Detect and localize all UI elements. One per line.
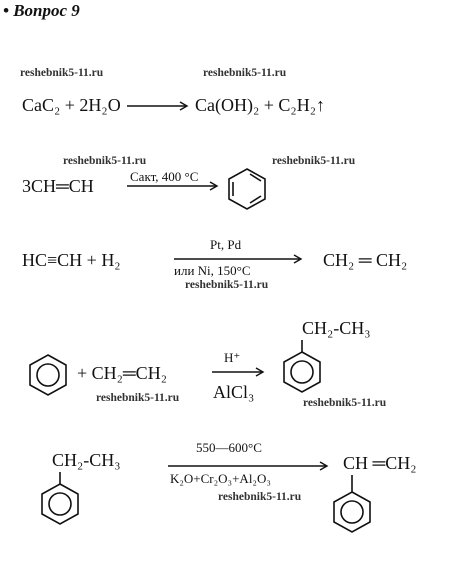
eq3-left: HC≡CH + H₂ <box>22 250 121 270</box>
eq3-arrow <box>174 254 303 264</box>
eq5-arrow <box>168 461 329 471</box>
eq5-cond-top: 550—600°C <box>196 440 262 455</box>
benzene-ring <box>29 354 67 396</box>
eq5-left-substituent: CH₂-CH₃ <box>52 450 121 470</box>
watermark: reshebnik5-11.ru <box>218 491 302 503</box>
benzene-ring <box>333 475 371 533</box>
eq4-reagent: + CH₂═CH₂ <box>77 363 167 383</box>
eq3-cond-bottom: или Ni, 150°C <box>174 263 251 278</box>
eq2-arrow <box>127 181 219 191</box>
page-title: • Вопрос 9 <box>3 1 80 20</box>
benzene-ring <box>283 340 321 393</box>
eq2-condition: Cакт, 400 °C <box>130 169 199 184</box>
eq1-arrow <box>127 101 189 111</box>
watermark: reshebnik5-11.ru <box>185 279 269 291</box>
eq1-left: CaC₂ + 2H₂O <box>22 95 121 115</box>
watermark: reshebnik5-11.ru <box>272 155 356 167</box>
eq4-product-substituent: CH₂-CH₃ <box>302 318 371 338</box>
watermark: reshebnik5-11.ru <box>96 392 180 404</box>
eq3-cond-top: Pt, Pd <box>210 237 242 252</box>
eq5-product-substituent: CH ═CH₂ <box>343 453 417 473</box>
eq4-cond-bottom: AlCl₃ <box>213 382 255 402</box>
watermark: reshebnik5-11.ru <box>203 67 287 79</box>
watermark: reshebnik5-11.ru <box>303 397 387 409</box>
eq3-right: CH₂ ═ CH₂ <box>323 250 408 270</box>
watermark: reshebnik5-11.ru <box>20 67 104 79</box>
benzene-ring <box>41 472 79 525</box>
eq5-cond-bottom: K₂O+Cr₂O₃+Al₂O₃ <box>170 471 271 486</box>
benzene-ring <box>228 168 266 210</box>
eq1-right: Ca(OH)₂ + C₂H₂↑ <box>195 95 325 115</box>
eq4-arrow <box>212 367 265 377</box>
eq2-left: 3CH═CH <box>22 176 94 196</box>
eq4-cond-top: H⁺ <box>224 350 241 365</box>
watermark: reshebnik5-11.ru <box>63 155 147 167</box>
